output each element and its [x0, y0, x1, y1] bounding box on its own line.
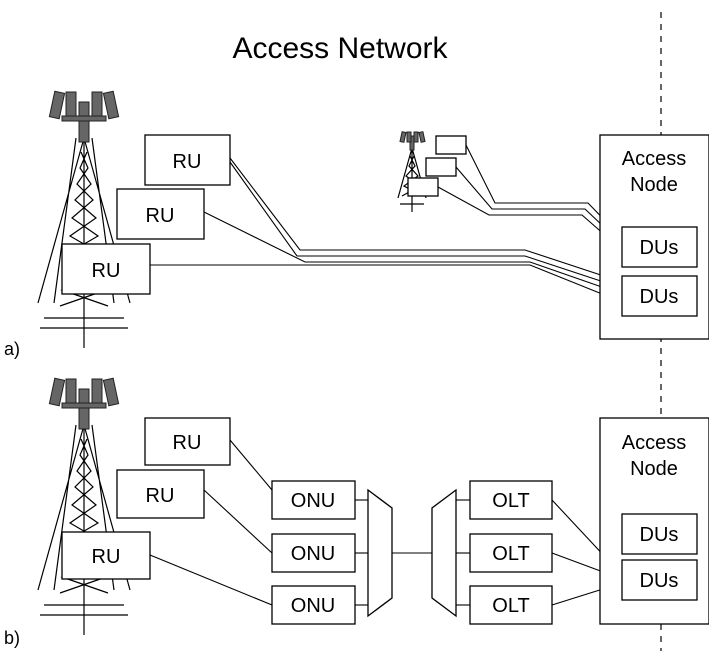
access-node-label: Access	[622, 148, 686, 170]
ru-box: RU	[144, 417, 231, 466]
ru-label: RU	[92, 546, 121, 568]
ru-onu-links	[149, 439, 273, 606]
optical-splitter-icon	[367, 488, 393, 618]
onu-box: ONU	[271, 533, 356, 573]
ru-label: RU	[173, 151, 202, 173]
du-label: DUs	[640, 286, 679, 308]
small-ru-box	[407, 177, 439, 197]
panel-label: b)	[4, 628, 20, 648]
access-node-label: Node	[630, 174, 678, 196]
olt-label: OLT	[492, 490, 529, 512]
ru-box: RU	[61, 243, 151, 295]
onu-label: ONU	[291, 543, 335, 565]
panel-label: a)	[4, 339, 20, 359]
ru-label: RU	[146, 485, 175, 507]
olt-box: OLT	[469, 585, 553, 625]
onu-label: ONU	[291, 490, 335, 512]
du-label: DUs	[640, 570, 679, 592]
du-label: DUs	[640, 237, 679, 259]
splitter-olt-links	[456, 499, 470, 606]
ru-label: RU	[146, 205, 175, 227]
ru-box: RU	[144, 134, 231, 186]
du-box: DUs	[621, 513, 698, 555]
du-label: DUs	[640, 524, 679, 546]
small-cell-tower-icon	[397, 131, 427, 213]
du-box: DUs	[621, 275, 698, 317]
olt-box: OLT	[469, 533, 553, 573]
ru-box: RU	[116, 188, 205, 240]
onu-box: ONU	[271, 585, 356, 625]
ru-box: RU	[116, 469, 205, 519]
optical-splitter-icon	[431, 488, 457, 618]
small-ru-box	[425, 157, 457, 177]
onu-label: ONU	[291, 595, 335, 617]
du-box: DUs	[621, 559, 698, 601]
panel-a: RU RU RU Access Node DUs DUs a)	[4, 90, 709, 359]
onu-box: ONU	[271, 480, 356, 520]
small-ru-box	[435, 135, 467, 155]
olt-label: OLT	[492, 543, 529, 565]
cell-tower-icon	[37, 377, 131, 636]
onu-splitter-links	[355, 499, 368, 606]
du-box: DUs	[621, 226, 698, 268]
diagram-title: Access Network	[232, 32, 448, 65]
olt-label: OLT	[492, 595, 529, 617]
ru-label: RU	[92, 260, 121, 282]
access-node-label: Access	[622, 432, 686, 454]
cell-tower-icon	[37, 90, 131, 349]
panel-b: RU RU RU ONU ONU ONU OLT	[4, 377, 709, 648]
olt-box: OLT	[469, 480, 553, 520]
ru-label: RU	[173, 432, 202, 454]
access-node-label: Node	[630, 458, 678, 480]
ru-box: RU	[61, 531, 151, 580]
